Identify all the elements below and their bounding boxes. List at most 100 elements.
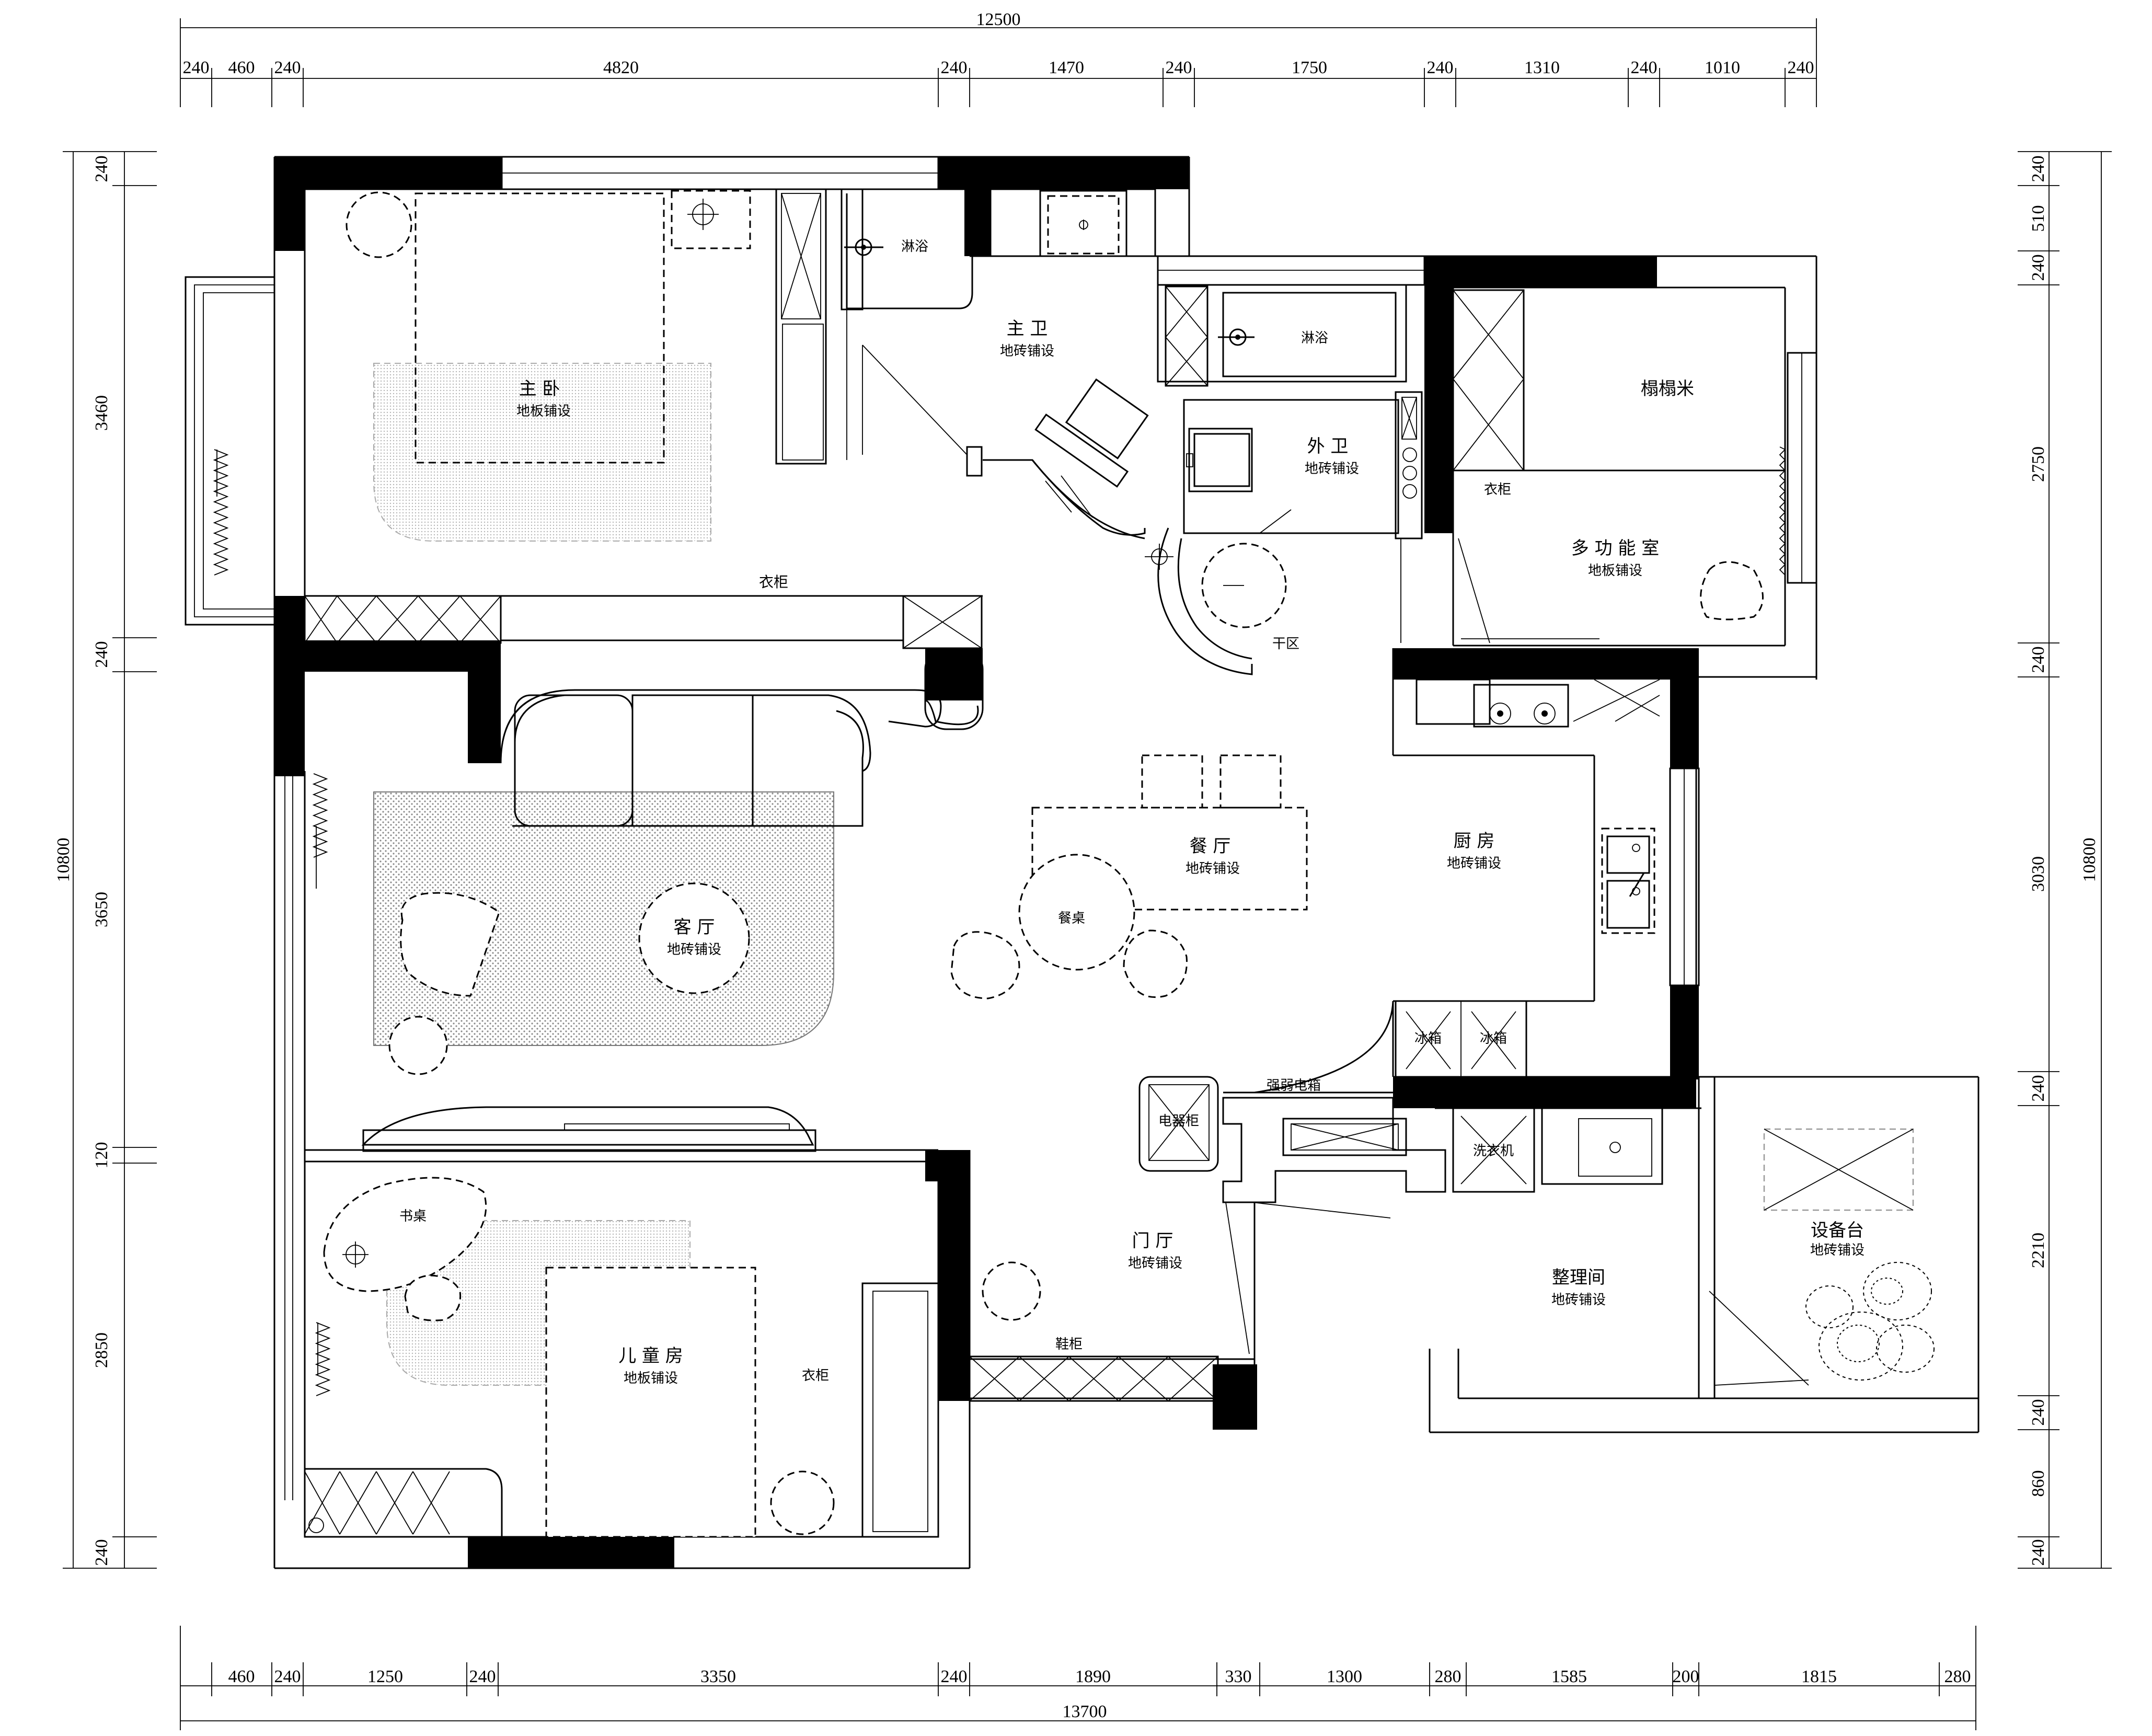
dim-right-total: 10800 [2080, 838, 2099, 882]
dining-table-label: 餐桌 [1058, 911, 1085, 926]
master-bath-floor: 地砖铺设 [1000, 343, 1054, 359]
dim-bottom-5: 240 [941, 1667, 968, 1686]
kitchen-floor: 地砖铺设 [1447, 856, 1501, 871]
master-wardrobe-row: 衣柜 [304, 573, 983, 649]
dim-bottom-7: 330 [1225, 1667, 1252, 1686]
desk-label: 书桌 [399, 1209, 427, 1224]
dim-top-7: 1750 [1292, 58, 1327, 77]
dim-bottom-12: 1815 [1801, 1667, 1837, 1686]
windows [501, 156, 1817, 1399]
utility-room: 整理间 地砖铺设 设备台 地砖铺设 [1551, 1128, 1935, 1386]
fridge-2-label: 冰箱 [1480, 1031, 1507, 1047]
master-bath: 淋浴 主 卫 地砖铺设 [844, 188, 1149, 539]
living-room-name: 客 厅 [674, 917, 715, 938]
equipment-platform-name: 设备台 [1811, 1220, 1864, 1241]
right-ticks [2018, 151, 2112, 1569]
shoe-cabinet-label: 鞋柜 [1055, 1337, 1083, 1352]
washer-label: 洗衣机 [1473, 1143, 1514, 1159]
dim-top-10: 240 [1631, 58, 1658, 77]
dim-right-8: 240 [2029, 1399, 2048, 1426]
multi-wardrobe-label: 衣柜 [1484, 482, 1511, 498]
dim-bottom-11: 200 [1673, 1667, 1699, 1686]
dim-bottom-total: 13700 [1063, 1702, 1107, 1721]
dim-top-6: 240 [1166, 58, 1192, 77]
dim-right-10: 240 [2029, 1539, 2048, 1566]
dim-top-8: 240 [1427, 58, 1454, 77]
dim-bottom-1: 240 [274, 1667, 301, 1686]
kids-wardrobe-label: 衣柜 [802, 1368, 829, 1384]
dim-top-11: 1010 [1705, 58, 1740, 77]
master-bath-name: 主 卫 [1007, 318, 1048, 339]
guest-bath-name: 外 卫 [1307, 436, 1349, 457]
dim-right-3: 2750 [2029, 446, 2048, 482]
living-room: 客 厅 地砖铺设 [312, 647, 984, 1075]
dim-bottom-2: 1250 [367, 1667, 403, 1686]
dim-top-4: 240 [941, 58, 968, 77]
dimension-text: 12500 240 460 240 4820 240 1470 240 1750… [54, 10, 2099, 1721]
dim-top-total: 12500 [976, 10, 1021, 29]
kids-room: 书桌 儿 童 房 地板铺设 衣柜 [304, 1106, 939, 1538]
dim-left-total: 10800 [54, 838, 73, 882]
dim-left-4: 120 [92, 1142, 111, 1169]
guest-bath: 淋浴 外 卫 地砖铺设 [1157, 284, 1423, 539]
dim-top-3: 4820 [603, 58, 639, 77]
living-room-floor: 地砖铺设 [667, 942, 721, 958]
dim-right-1: 510 [2029, 205, 2048, 232]
dim-right-4: 240 [2029, 647, 2048, 673]
multi-room: 榻榻米 衣柜 多 功 能 室 地板铺设 [1400, 289, 1786, 643]
guest-shower-label: 淋浴 [1301, 330, 1328, 346]
dim-bottom-6: 1890 [1075, 1667, 1111, 1686]
dim-bottom-10: 1585 [1551, 1667, 1587, 1686]
dining-room-name: 餐 厅 [1190, 836, 1231, 857]
dim-right-6: 240 [2029, 1075, 2048, 1102]
solid-walls [274, 157, 1699, 1568]
master-shower-label: 淋浴 [901, 239, 928, 255]
guest-bath-floor: 地砖铺设 [1305, 461, 1359, 477]
dimension-lines [63, 18, 2112, 1730]
dim-left-6: 240 [92, 1539, 111, 1566]
master-rug [373, 363, 711, 542]
master-closet [775, 188, 864, 465]
master-wardrobe-label: 衣柜 [759, 573, 788, 591]
dim-top-12: 240 [1788, 58, 1814, 77]
foyer-name: 门 厅 [1132, 1231, 1173, 1251]
master-bedroom-name: 主 卧 [519, 378, 560, 399]
dim-bottom-8: 1300 [1327, 1667, 1362, 1686]
dim-bottom-13: 280 [1944, 1667, 1971, 1686]
dim-right-7: 2210 [2029, 1233, 2048, 1268]
dim-right-0: 240 [2029, 156, 2048, 182]
multi-room-floor: 地板铺设 [1588, 563, 1642, 579]
dim-bottom-9: 280 [1435, 1667, 1461, 1686]
dim-top-9: 1310 [1524, 58, 1560, 77]
utility-room-floor: 地砖铺设 [1551, 1292, 1606, 1308]
dim-top-0: 240 [183, 58, 210, 77]
dim-top-1: 460 [228, 58, 255, 77]
fridge-1-label: 冰箱 [1414, 1031, 1442, 1047]
dim-left-5: 2850 [92, 1332, 111, 1368]
dry-zone: 干区 [1145, 527, 1299, 675]
dim-left-2: 240 [92, 641, 111, 668]
tatami-label: 榻榻米 [1641, 378, 1694, 399]
dim-right-2: 240 [2029, 255, 2048, 281]
kids-room-floor: 地板铺设 [624, 1371, 678, 1386]
dry-zone-label: 干区 [1272, 636, 1299, 652]
bottom-ticks [180, 1626, 1976, 1730]
kitchen: 厨 房 地砖铺设 冰箱 冰箱 [1254, 679, 1660, 1094]
dim-right-5: 3030 [2029, 856, 2048, 892]
dim-bottom-4: 3350 [700, 1667, 736, 1686]
master-bedroom: 主 卧 地板铺设 [213, 190, 751, 576]
weak-box-label: 强弱电箱 [1267, 1078, 1321, 1094]
utility-room-name: 整理间 [1552, 1267, 1605, 1288]
appliance-cabinet-label: 电器柜 [1158, 1113, 1199, 1129]
utility-block: 强弱电箱 电器柜 洗衣机 [1138, 1076, 1663, 1203]
dining-room: 餐 厅 地砖铺设 餐桌 [950, 754, 1308, 999]
foyer-floor: 地砖铺设 [1128, 1256, 1182, 1271]
dim-bottom-0: 460 [228, 1667, 255, 1686]
top-ticks [180, 18, 1817, 107]
multi-room-name: 多 功 能 室 [1571, 538, 1659, 559]
dim-top-5: 1470 [1049, 58, 1084, 77]
dim-right-9: 860 [2029, 1470, 2048, 1497]
dim-left-3: 3650 [92, 892, 111, 927]
equipment-platform-floor: 地砖铺设 [1810, 1243, 1865, 1258]
